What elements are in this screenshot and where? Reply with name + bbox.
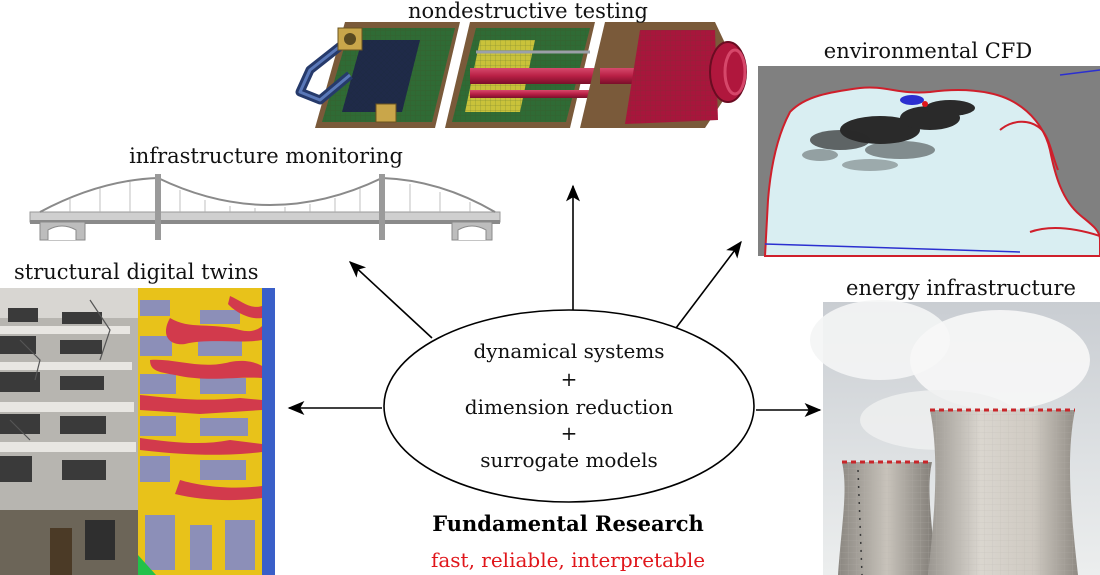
center-line-plus-1: + [561, 367, 578, 391]
nondestructive-testing-image [295, 22, 747, 128]
fundamental-research-title: Fundamental Research [432, 511, 704, 536]
center-ellipse [383, 309, 755, 503]
oil-spill-plume [802, 100, 975, 171]
environmental-cfd-image [758, 66, 1100, 257]
building-photo [0, 288, 138, 575]
label-infrastructure-monitoring: infrastructure monitoring [129, 144, 403, 168]
cooling-towers-image [810, 300, 1100, 575]
center-line-plus-2: + [561, 421, 578, 445]
fundamental-research-subtitle: fast, reliable, interpretable [431, 548, 705, 572]
arrow-to-environmental-cfd [675, 240, 742, 329]
label-structural-digital-twins: structural digital twins [14, 260, 259, 284]
label-environmental-cfd: environmental CFD [824, 39, 1032, 63]
arrows [287, 184, 822, 417]
suspension-bridge-image [29, 174, 501, 241]
center-line-dynamical-systems: dynamical systems [473, 339, 664, 363]
label-nondestructive-testing: nondestructive testing [408, 0, 648, 23]
center-line-dimension-reduction: dimension reduction [465, 395, 674, 419]
center-line-surrogate-models: surrogate models [480, 448, 658, 472]
damage-segmentation-map [138, 288, 275, 575]
label-energy-infrastructure: energy infrastructure [846, 276, 1076, 300]
arrow-to-infrastructure-monitoring [348, 261, 433, 339]
